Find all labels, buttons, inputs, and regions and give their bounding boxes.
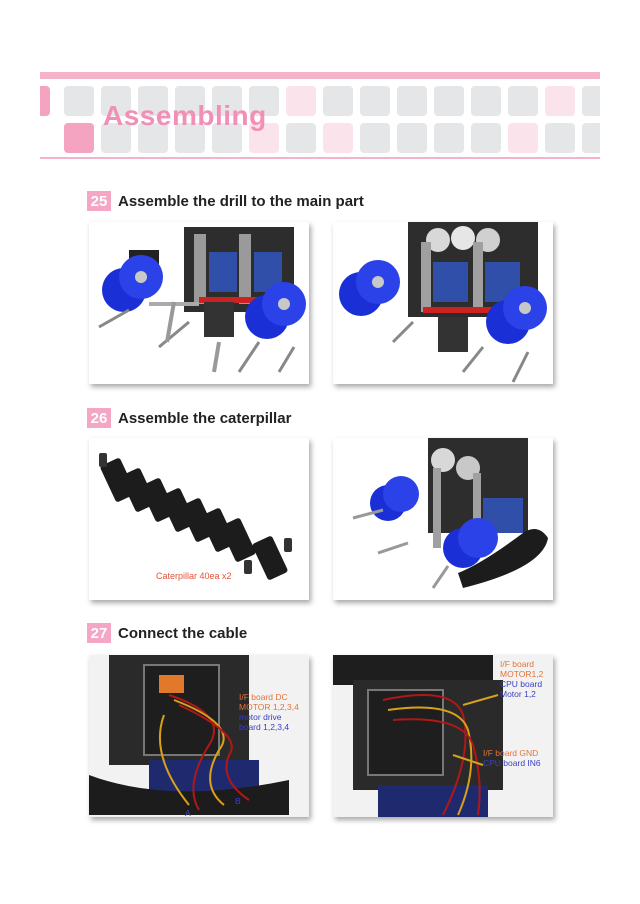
step-title: Assemble the drill to the main part	[118, 192, 364, 210]
page-title: Assembling	[103, 100, 267, 131]
step-26-heading: 26 Assemble the caterpillar	[87, 408, 291, 428]
step-number: 26	[87, 408, 111, 428]
step-title: Connect the cable	[118, 624, 248, 642]
step-title: Assemble the caterpillar	[118, 409, 292, 427]
cable-right-top-line-3: CPU board	[500, 679, 543, 689]
cable-right-bottom-line-1: I/F board GND	[483, 748, 539, 758]
cable-left-line-2: MOTOR 1,2,3,4	[239, 702, 299, 712]
marker-b: B	[235, 796, 241, 806]
step-number: 27	[87, 623, 111, 643]
header-bottom-line	[40, 157, 600, 159]
photo-drill-before	[89, 222, 309, 384]
header-tile-pattern	[40, 86, 600, 154]
cable-left-line-4: board 1,2,3,4	[239, 722, 290, 732]
step-number: 25	[87, 191, 111, 211]
cable-right-top-line-1: I/F board	[500, 659, 535, 669]
cable-right-top-line-2: MOTOR1,2	[500, 669, 544, 679]
photo-cable-right: I/F board MOTOR1,2 CPU board Motor 1,2 I…	[333, 655, 553, 817]
marker-a: A	[185, 808, 191, 817]
caterpillar-caption: Caterpillar 40ea x2	[156, 571, 232, 581]
photo-caterpillar-parts: Caterpillar 40ea x2	[89, 438, 309, 600]
cable-left-line-3: motor drive	[239, 712, 282, 722]
photo-drill-after	[333, 222, 553, 384]
cable-left-line-1: I/F board DC	[239, 692, 288, 702]
photo-caterpillar-assembled	[333, 438, 553, 600]
step-25-heading: 25 Assemble the drill to the main part	[87, 191, 364, 211]
cable-right-top-line-4: Motor 1,2	[500, 689, 536, 699]
header-top-bar	[40, 72, 600, 79]
photo-cable-left: I/F board DC MOTOR 1,2,3,4 motor drive b…	[89, 655, 309, 817]
cable-right-bottom-line-2: CPU board IN6	[483, 758, 541, 768]
step-27-heading: 27 Connect the cable	[87, 623, 247, 643]
